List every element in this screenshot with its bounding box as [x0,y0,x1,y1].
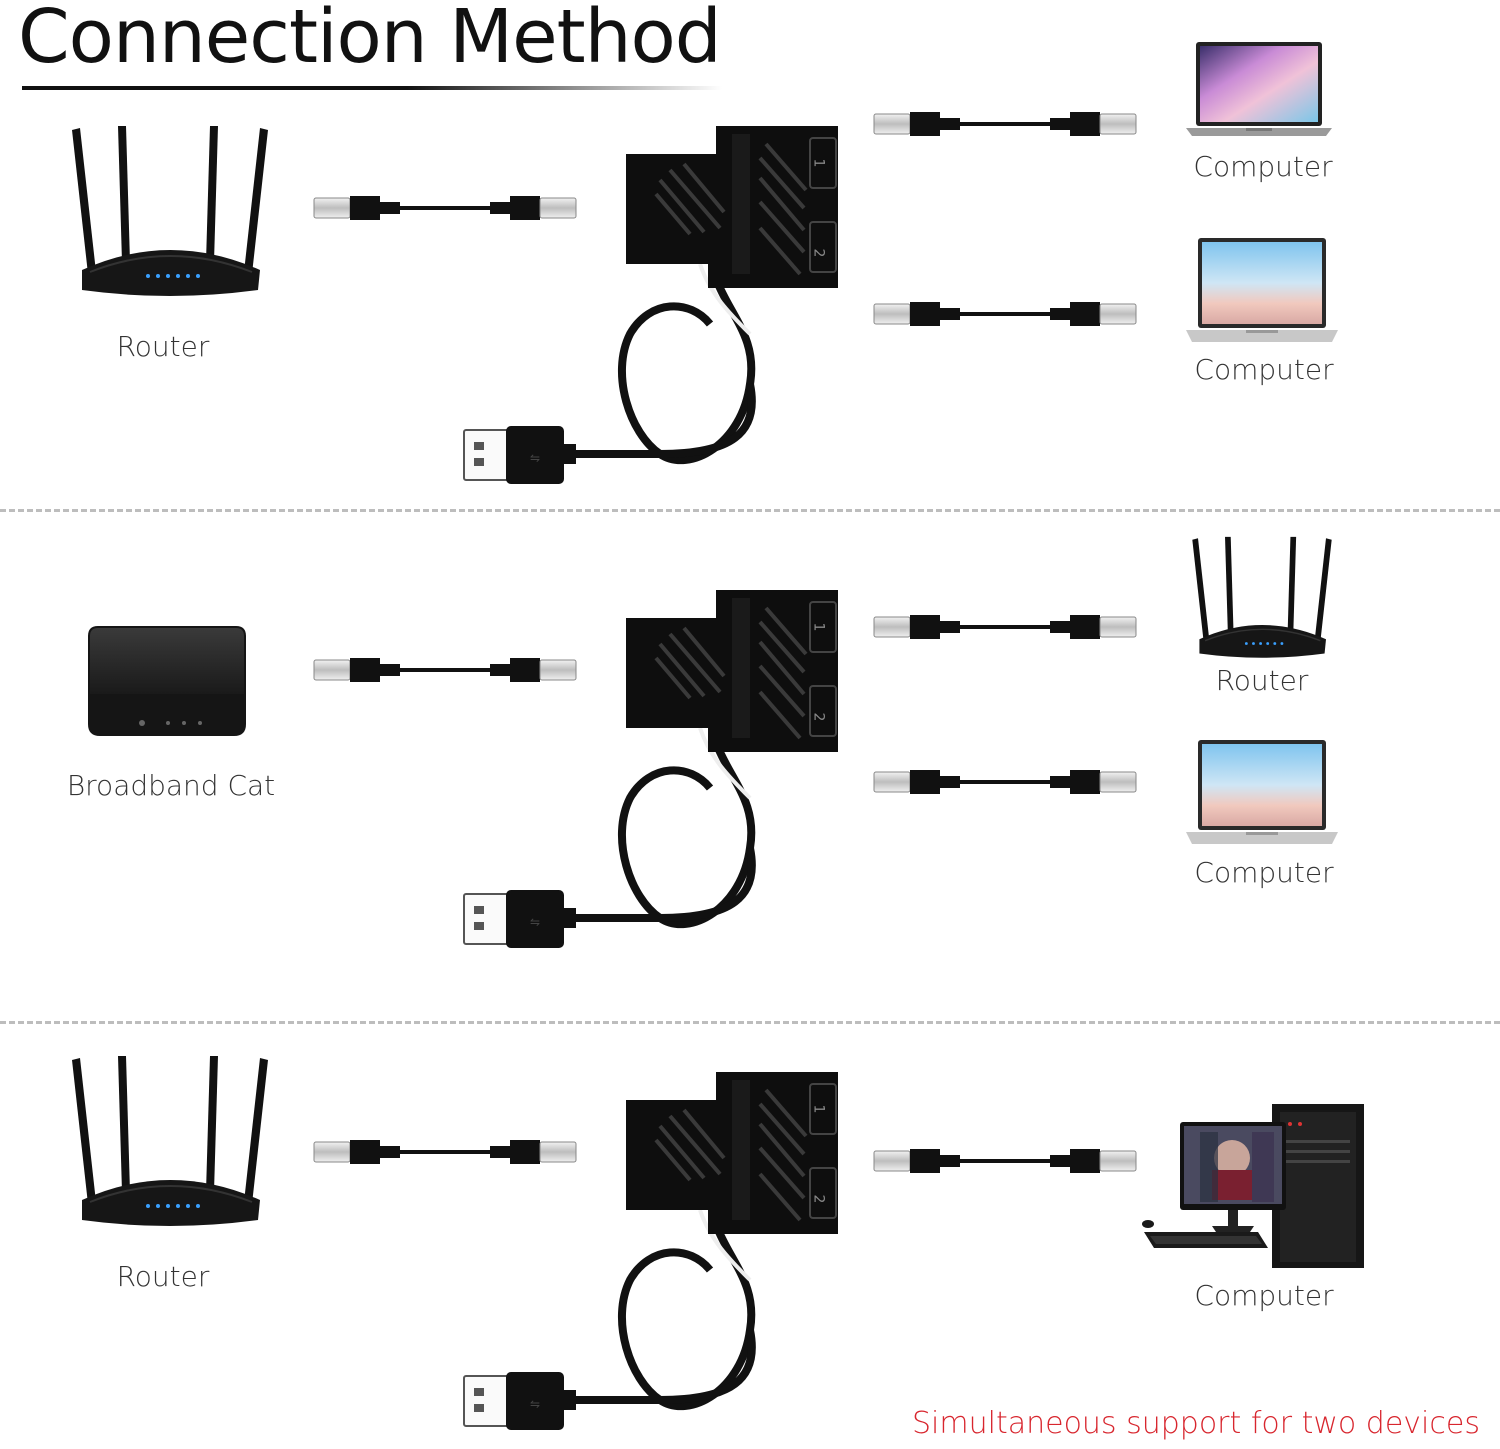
output-label: Computer [1194,353,1334,386]
ethernet-cable-icon [313,196,577,220]
port-number: 2 [810,1194,827,1204]
router-icon [72,126,268,296]
ethernet-splitter-icon: ⇋ [463,590,838,948]
svg-text:⇋: ⇋ [530,915,540,929]
ethernet-cable-icon [873,302,1137,326]
output-label: Computer [1194,1279,1334,1312]
port-number: 1 [810,622,827,632]
source-label: Broadband Cat [66,769,276,802]
section-divider [0,509,1500,512]
port-number: 1 [810,158,827,168]
output-label: Computer [1193,150,1333,183]
port-number: 2 [810,712,827,722]
ethernet-cable-icon [313,658,577,682]
source-label: Router [116,330,210,363]
laptop-icon [1186,42,1332,136]
ethernet-cable-icon [873,112,1137,136]
output-label: Computer [1194,856,1334,889]
ethernet-cable-icon [873,770,1137,794]
router-icon [72,1056,268,1226]
footnote: Simultaneous support for two devices [912,1406,1480,1441]
ethernet-cable-icon [873,1149,1137,1173]
output-label: Router [1215,664,1309,697]
port-number: 1 [810,1104,827,1114]
svg-text:⇋: ⇋ [530,451,540,465]
laptop-icon [1186,740,1338,844]
ethernet-cable-icon [873,615,1137,639]
desktop-computer-icon [1142,1104,1364,1268]
laptop-icon [1186,238,1338,342]
router-icon [1192,536,1332,658]
source-label: Router [116,1260,210,1293]
ethernet-splitter-icon: ⇋ [463,126,838,484]
section-divider [0,1021,1500,1024]
ethernet-cable-icon [313,1140,577,1164]
modem-icon [88,626,246,736]
svg-text:⇋: ⇋ [530,1397,540,1411]
port-number: 2 [810,248,827,258]
title-underline [22,86,722,90]
page-title: Connection Method [18,0,722,80]
ethernet-splitter-icon: ⇋ [463,1072,838,1430]
